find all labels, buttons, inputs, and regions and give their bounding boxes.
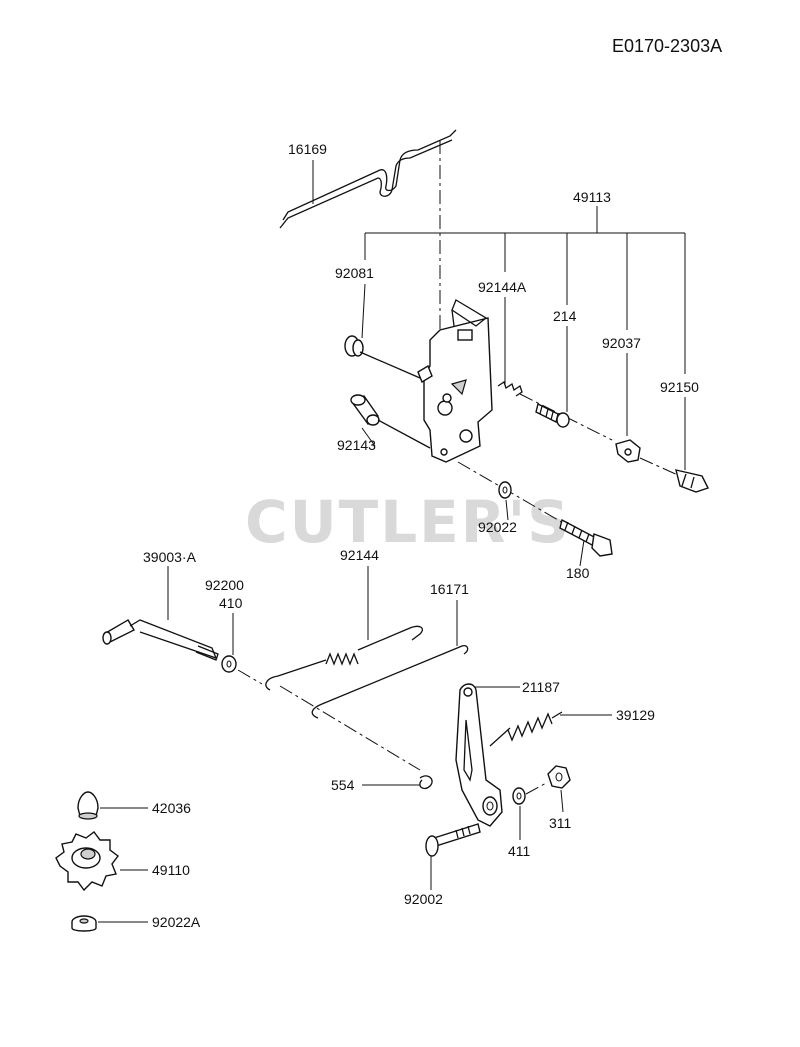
label-180: 180 [566, 565, 590, 581]
label-92002: 92002 [404, 891, 443, 907]
label-39129: 39129 [616, 707, 655, 723]
part-21187-lever [455, 683, 503, 827]
label-92037: 92037 [602, 335, 641, 351]
part-554-clip [419, 775, 433, 790]
label-16169: 16169 [288, 141, 327, 157]
label-39003A: 39003·A [143, 549, 197, 565]
part-92081-clip [344, 335, 421, 379]
label-410: 410 [219, 595, 243, 611]
label-92144: 92144 [340, 547, 379, 563]
part-92022A-washer [71, 915, 97, 932]
governor-plate-assembly [417, 299, 493, 463]
part-180-bolt [559, 518, 613, 557]
part-92150-bolt [639, 457, 709, 493]
part-42036-knob [77, 791, 99, 820]
part-39129-spring [489, 711, 563, 747]
label-411: 411 [508, 843, 531, 859]
label-554: 554 [331, 777, 355, 793]
label-92022: 92022 [478, 519, 517, 535]
label-49110: 49110 [152, 862, 190, 878]
label-16171: 16171 [430, 581, 469, 597]
part-16169-bracket [279, 129, 457, 229]
label-42036: 42036 [152, 800, 191, 816]
part-49110-gear [55, 831, 119, 892]
label-92144A: 92144A [478, 279, 527, 295]
watermark: CUTLER'S [245, 488, 571, 556]
part-16171-rod [311, 644, 469, 719]
part-92144-spring [265, 625, 424, 691]
label-92081: 92081 [335, 265, 374, 281]
drawing-code: E0170-2303A [612, 36, 722, 56]
part-214-bolt [535, 402, 570, 428]
part-311-nut [547, 765, 571, 789]
part-410-washer [221, 655, 237, 673]
part-39003A-rod [102, 619, 219, 661]
part-92144A-spring [497, 380, 613, 441]
label-92022A: 92022A [152, 914, 201, 930]
label-21187: 21187 [522, 679, 560, 695]
part-92002-bolt [425, 823, 481, 857]
label-92200: 92200 [205, 577, 244, 593]
label-92143: 92143 [337, 437, 376, 453]
label-311: 311 [549, 815, 572, 831]
label-49113: 49113 [573, 189, 611, 205]
part-92143-collar [350, 394, 431, 449]
part-92022-washer [498, 481, 512, 499]
label-92150: 92150 [660, 379, 699, 395]
part-411-washer [512, 787, 526, 805]
label-214: 214 [553, 308, 577, 324]
part-92037-clamp [615, 439, 641, 463]
